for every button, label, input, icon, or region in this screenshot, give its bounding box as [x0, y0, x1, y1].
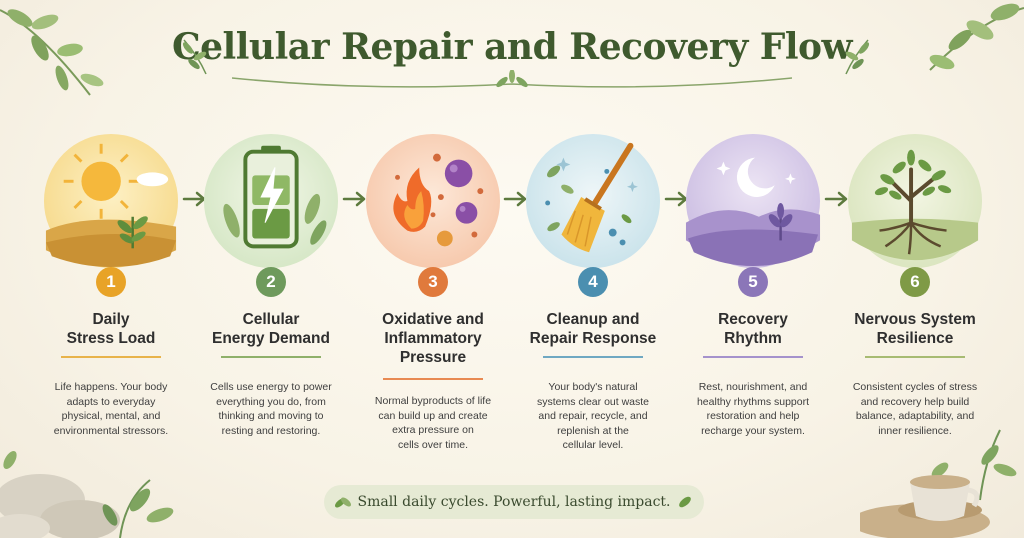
step-number-badge: 6 [900, 267, 930, 297]
step-divider [865, 356, 965, 358]
title-vine-divider-icon [232, 70, 792, 88]
arrow-right-icon [664, 191, 688, 207]
tea-cup-plants-bottom-right-icon [860, 429, 1017, 538]
leaf-branch-top-left-icon [0, 9, 104, 96]
footer-tagline: Small daily cycles. Powerful, lasting im… [357, 494, 671, 510]
page-title: Cellular Repair and Recovery Flow [171, 26, 853, 68]
step-divider [221, 356, 321, 358]
leaf-icon [679, 496, 691, 508]
arrow-right-icon [824, 191, 848, 207]
step-number-badge: 1 [96, 267, 126, 297]
step-number-badge: 5 [738, 267, 768, 297]
step-divider [703, 356, 803, 358]
leaf-icon [335, 497, 352, 508]
arrow-right-icon [342, 191, 366, 207]
leaf-sprig-right-icon [845, 39, 870, 75]
arrow-right-icon [182, 191, 206, 207]
leaf-sprig-left-icon [182, 39, 207, 75]
footer-banner: Small daily cycles. Powerful, lasting im… [324, 485, 704, 519]
step-number-badge: 2 [256, 267, 286, 297]
sun-with-sprout-icon [43, 133, 179, 269]
tree-roots-icon [847, 133, 983, 269]
step-divider [543, 356, 643, 358]
broom-icon [525, 133, 661, 269]
step-number-badge: 3 [418, 267, 448, 297]
stones-plants-bottom-left-icon [0, 450, 174, 538]
leaf-branch-top-right-icon [929, 3, 1024, 71]
step-divider [61, 356, 161, 358]
battery-bolt-icon [203, 133, 339, 269]
step-divider [383, 378, 483, 380]
step-number-badge: 4 [578, 267, 608, 297]
moon-mountains-icon [685, 133, 821, 269]
title-area: Cellular Repair and Recovery Flow [0, 26, 1024, 98]
arrow-right-icon [503, 191, 527, 207]
flame-molecules-icon [365, 133, 501, 269]
